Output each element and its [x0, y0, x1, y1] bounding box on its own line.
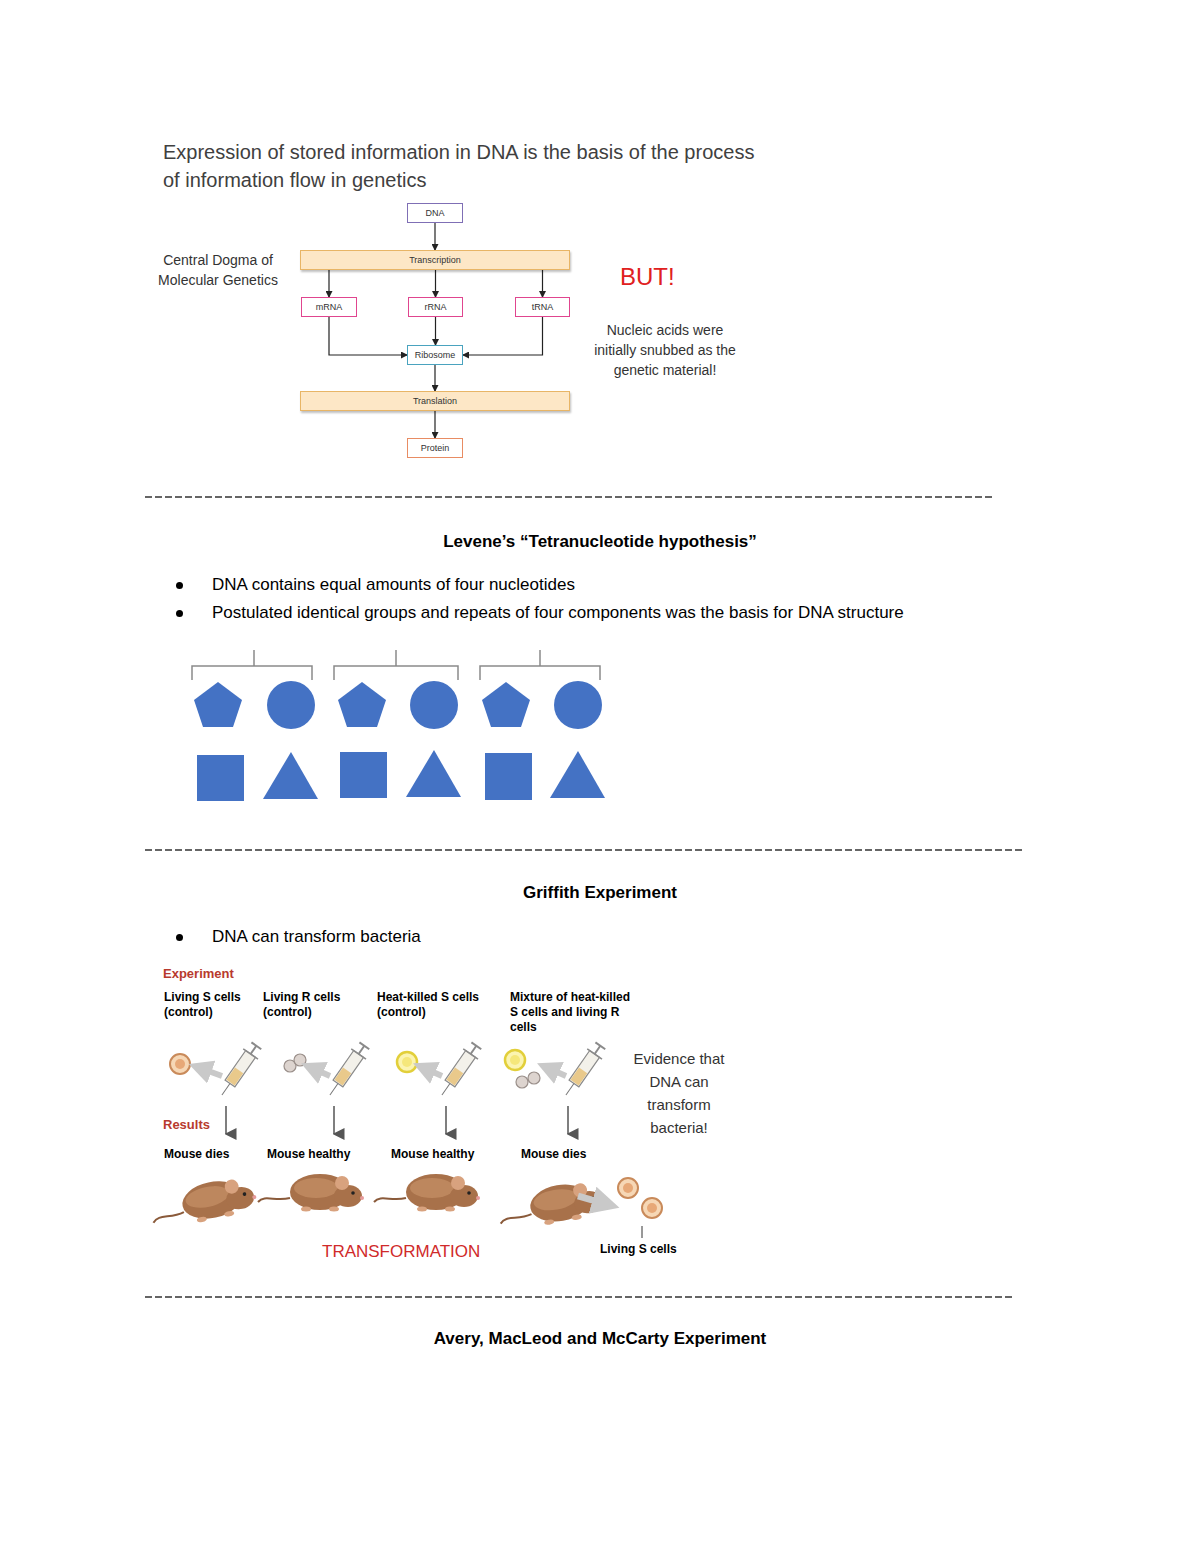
result-label: Mouse dies [164, 1147, 259, 1162]
result-label: Mouse dies [521, 1147, 621, 1162]
rna-box: mRNA [301, 297, 357, 317]
result-label: Mouse healthy [267, 1147, 377, 1162]
node-text: Translation [413, 396, 457, 406]
bullet-dot [176, 610, 183, 617]
flow-arrow [434, 365, 435, 391]
figure-label: Experiment [163, 966, 283, 982]
column-header: Heat-killed S cells (control) [377, 990, 507, 1020]
flow-arrow [434, 411, 435, 438]
node-text: tRNA [532, 302, 554, 312]
flow-arrow [328, 270, 329, 297]
bullet-dot [176, 582, 183, 589]
node-text: Transcription [409, 255, 461, 265]
emphasis-label: TRANSFORMATION [322, 1241, 542, 1263]
process-band: Translation [300, 391, 570, 411]
figure-label: Results [163, 1117, 243, 1133]
note-text: Nucleic acids were initially snubbed as … [585, 320, 745, 380]
side-label: Central Dogma of Molecular Genetics [158, 250, 278, 290]
node-text: DNA [425, 208, 444, 218]
rna-box: rRNA [408, 297, 463, 317]
column-header: Mixture of heat-killed S cells and livin… [510, 990, 632, 1035]
node-text: Ribosome [415, 350, 456, 360]
flow-arrow [329, 317, 407, 355]
section-heading: Levene’s “Tetranucleotide hypothesis” [300, 531, 900, 553]
callout-label: Living S cells [600, 1242, 720, 1257]
section-heading: Griffith Experiment [300, 882, 900, 904]
node-text: Protein [421, 443, 450, 453]
protein-box: Protein [407, 438, 463, 458]
bullet-text: Postulated identical groups and repeats … [212, 602, 1172, 624]
bullet-dot [176, 934, 183, 941]
flow-arrow [435, 317, 436, 345]
flow-arrow [542, 270, 543, 297]
rna-box: tRNA [515, 297, 570, 317]
flow-arrow [435, 270, 436, 297]
bullet-text: DNA contains equal amounts of four nucle… [212, 574, 1112, 596]
ribosome-box: Ribosome [407, 345, 463, 365]
note-text: Evidence that DNA can transform bacteria… [620, 1047, 738, 1139]
flow-arrow [463, 317, 543, 355]
section-heading: Avery, MacLeod and McCarty Experiment [300, 1328, 900, 1350]
flow-arrow [434, 223, 435, 250]
process-band: Transcription [300, 250, 570, 270]
column-header: Living S cells (control) [164, 990, 262, 1020]
node-text: rRNA [425, 302, 447, 312]
column-header: Living R cells (control) [263, 990, 361, 1020]
result-label: Mouse healthy [391, 1147, 501, 1162]
node-text: mRNA [316, 302, 343, 312]
emphasis-label: BUT! [620, 262, 710, 292]
dna-box: DNA [407, 203, 463, 223]
page-title: Expression of stored information in DNA … [163, 138, 763, 194]
bullet-text: DNA can transform bacteria [212, 926, 1112, 948]
